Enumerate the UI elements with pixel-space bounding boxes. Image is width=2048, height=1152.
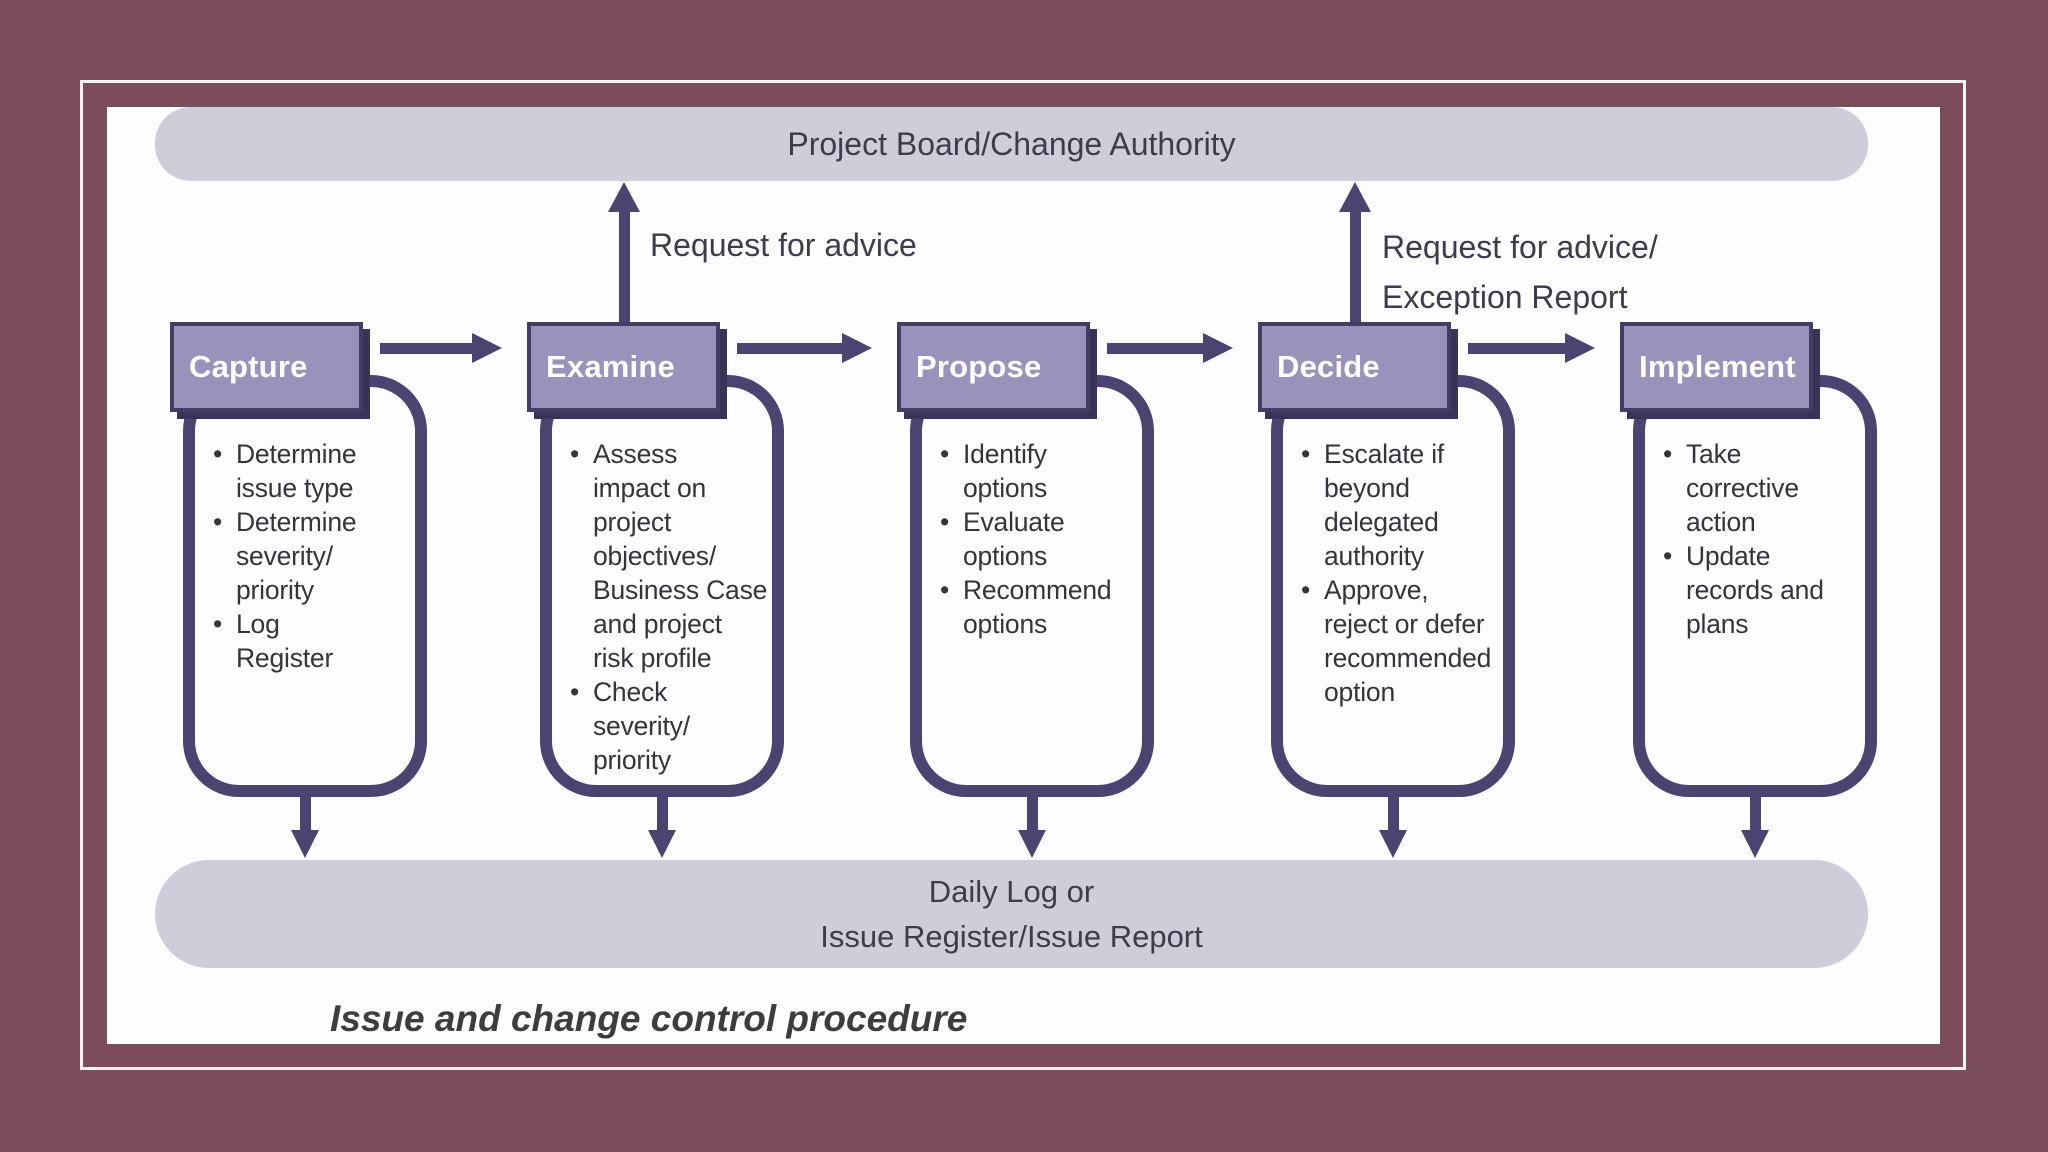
bullet-item: Determine severity/ priority (213, 505, 413, 607)
frame-border (80, 80, 1966, 1070)
bullet-item: Approve, reject or defer recommended opt… (1301, 573, 1501, 709)
stage-header-examine: Examine (527, 322, 720, 412)
stage-pill-examine: Assess impact on project objectives/ Bus… (540, 375, 784, 797)
right-arrow-icon (1565, 333, 1595, 363)
stage-header-implement: Implement (1620, 322, 1813, 412)
diagram-caption: Issue and change control procedure (330, 998, 968, 1039)
down-arrow-icon (1018, 830, 1046, 858)
down-arrow-shaft (1388, 797, 1399, 832)
stage-bullets-capture: Determine issue typeDetermine severity/ … (195, 387, 415, 675)
top-banner: Project Board/Change Authority (155, 107, 1868, 181)
bullet-item: Assess impact on project objectives/ Bus… (570, 437, 770, 675)
bullet-item: Identify options (940, 437, 1140, 505)
stage-header-label: Decide (1277, 349, 1380, 384)
stage-bullets-propose: Identify optionsEvaluate optionsRecommen… (922, 387, 1142, 641)
down-arrow-shaft (300, 797, 311, 832)
stage-pill-decide: Escalate if beyond delegated authorityAp… (1271, 375, 1515, 797)
down-arrow-icon (291, 830, 319, 858)
stage-header-label: Capture (189, 349, 308, 384)
right-arrow-shaft (737, 343, 842, 354)
bullet-item: Log Register (213, 607, 413, 675)
right-arrow-icon (842, 333, 872, 363)
up-arrow-shaft (1350, 211, 1361, 322)
stage-bullets-examine: Assess impact on project objectives/ Bus… (552, 387, 772, 777)
stage-pill-implement: Take corrective actionUpdate records and… (1633, 375, 1877, 797)
stage-header-propose: Propose (897, 322, 1090, 412)
bullet-item: Determine issue type (213, 437, 413, 505)
up-arrow-shaft (619, 211, 630, 322)
right-arrow-shaft (1107, 343, 1203, 354)
bullet-item: Evaluate options (940, 505, 1140, 573)
stage-header-label: Implement (1639, 349, 1796, 384)
stage-bullets-decide: Escalate if beyond delegated authorityAp… (1283, 387, 1503, 709)
bullet-item: Update records and plans (1663, 539, 1863, 641)
bullet-item: Take corrective action (1663, 437, 1863, 539)
bottom-banner: Daily Log or Issue Register/Issue Report (155, 860, 1868, 968)
escalation-label-request-for-advice: Request for advice (650, 227, 917, 263)
bottom-banner-label: Daily Log or Issue Register/Issue Report (820, 874, 1203, 954)
down-arrow-shaft (1750, 797, 1761, 832)
top-banner-label: Project Board/Change Authority (787, 125, 1236, 162)
stage-bullets-implement: Take corrective actionUpdate records and… (1645, 387, 1865, 641)
stage-header-capture: Capture (170, 322, 363, 412)
stage-header-label: Examine (546, 349, 675, 384)
right-arrow-shaft (1468, 343, 1565, 354)
down-arrow-shaft (1027, 797, 1038, 832)
down-arrow-icon (1741, 830, 1769, 858)
stage-pill-propose: Identify optionsEvaluate optionsRecommen… (910, 375, 1154, 797)
bullet-item: Recommend options (940, 573, 1140, 641)
stage-header-label: Propose (916, 349, 1042, 384)
down-arrow-icon (648, 830, 676, 858)
up-arrow-icon (608, 182, 640, 212)
stage-pill-capture: Determine issue typeDetermine severity/ … (183, 375, 427, 797)
down-arrow-shaft (657, 797, 668, 832)
up-arrow-icon (1339, 182, 1371, 212)
bullet-item: Check severity/ priority (570, 675, 770, 777)
escalation-label-exception-report: Request for advice/ Exception Report (1382, 229, 1658, 315)
bullet-item: Escalate if beyond delegated authority (1301, 437, 1501, 573)
right-arrow-icon (1203, 333, 1233, 363)
stage-header-decide: Decide (1258, 322, 1451, 412)
down-arrow-icon (1379, 830, 1407, 858)
right-arrow-icon (472, 333, 502, 363)
right-arrow-shaft (380, 343, 472, 354)
